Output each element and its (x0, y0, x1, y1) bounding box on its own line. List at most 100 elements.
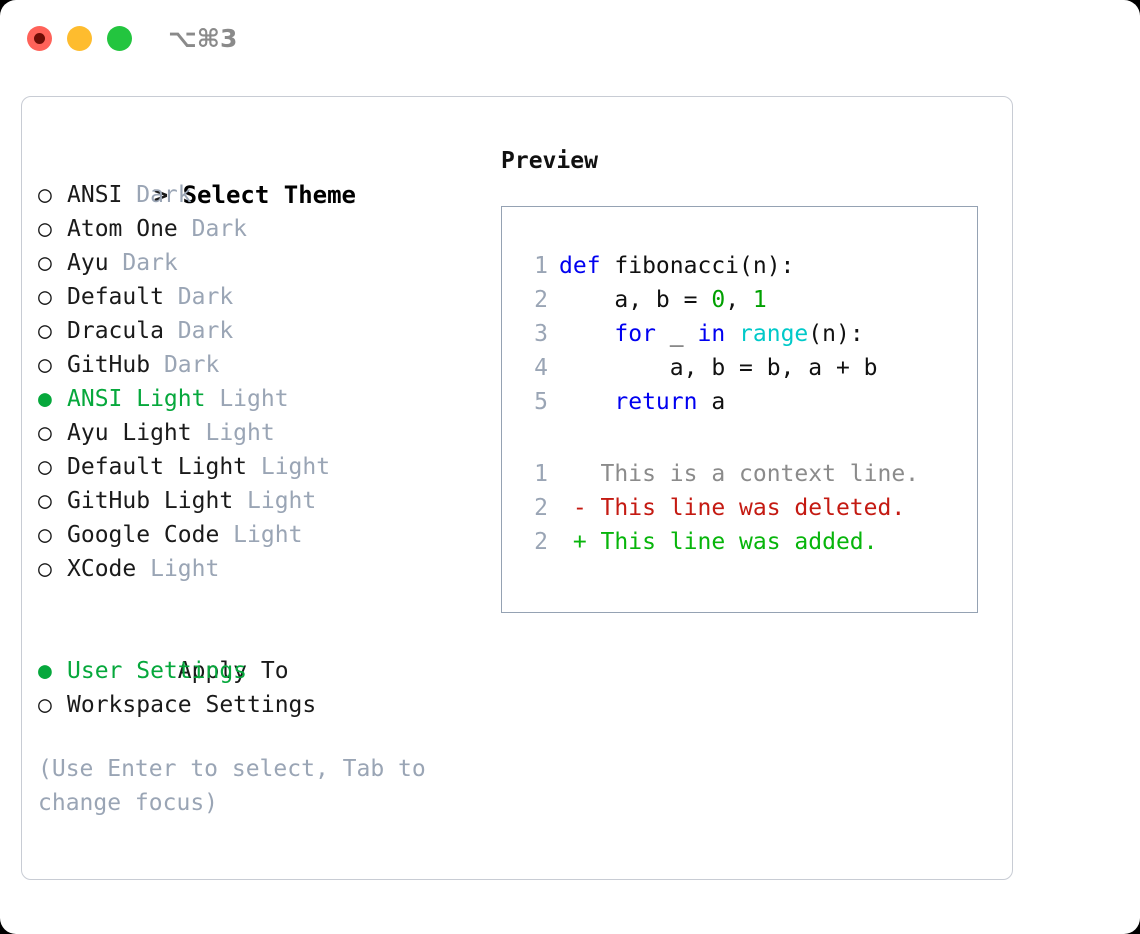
theme-option-label: GitHub Light (67, 488, 234, 514)
apply-to-option-user-settings[interactable]: ● User Settings (38, 654, 488, 688)
minimize-button[interactable] (67, 26, 92, 51)
diff-line-number: 1 (534, 461, 548, 487)
diff-line-number: 2 (534, 495, 548, 521)
line-number: 5 (534, 389, 548, 415)
diff-line: 1 This is a context line. (502, 457, 977, 491)
theme-option-label: Google Code (67, 522, 220, 548)
radio-unselected-icon: ○ (38, 420, 52, 446)
code-token: return (614, 389, 698, 415)
code-line: 2 a, b = 0, 1 (502, 283, 977, 317)
theme-option-variant: Light (247, 454, 331, 480)
theme-option-list: ○ANSI Dark○Atom One Dark○Ayu Dark○Defaul… (38, 178, 488, 586)
code-line: 5 return a (502, 385, 977, 419)
apply-to-option-label: User Settings (67, 658, 248, 684)
apply-to-label: Apply To (38, 620, 488, 684)
title-bar: ⌥⌘3 (0, 0, 1140, 78)
theme-option-ansi[interactable]: ○ ANSI Dark (38, 178, 488, 212)
radio-unselected-icon: ○ (38, 352, 52, 378)
code-token: _ (655, 321, 698, 347)
theme-option-variant: Dark (177, 216, 248, 242)
radio-selected-icon: ● (38, 386, 52, 412)
radio-unselected-icon: ○ (38, 454, 52, 480)
apply-to-label-text: Apply To (177, 658, 289, 684)
theme-option-variant: Light (219, 522, 303, 548)
code-token: in (697, 321, 726, 347)
theme-option-variant: Dark (122, 182, 192, 208)
radio-selected-icon: ● (38, 658, 52, 684)
theme-option-default-light[interactable]: ○ Default Light Light (38, 450, 488, 484)
theme-option-ayu[interactable]: ○Ayu Dark (38, 246, 488, 280)
theme-option-variant: Dark (163, 318, 234, 344)
theme-option-xcode[interactable]: ○ XCode Light (38, 552, 488, 586)
code-token: range (739, 321, 809, 347)
theme-option-label: Default Light (67, 454, 248, 480)
theme-option-default[interactable]: ○ Default Dark (38, 280, 488, 314)
diff-line-number: 2 (534, 529, 548, 555)
theme-list-header: > Select Theme (38, 144, 488, 209)
close-button[interactable] (27, 26, 52, 51)
prompt-caret-icon: > (153, 181, 169, 209)
theme-option-variant: Dark (163, 284, 234, 310)
diff-line-text: + This line was added. (559, 529, 878, 555)
code-line: 3 for _ in range(n): (502, 317, 977, 351)
theme-picker-panel: >Select Theme ○ANSI Dark○Atom One Dark○A… (21, 96, 1013, 880)
radio-unselected-icon: ○ (38, 284, 52, 310)
theme-option-dracula[interactable]: ○ Dracula Dark (38, 314, 488, 348)
theme-option-variant: Light (136, 556, 220, 582)
theme-option-ayu-light[interactable]: ○ Ayu Light Light (38, 416, 488, 450)
theme-option-label: Default (67, 284, 164, 310)
diff-line-text: This is a context line. (559, 461, 920, 487)
radio-unselected-icon: ○ (38, 318, 52, 344)
line-number: 4 (534, 355, 548, 381)
line-number: 3 (534, 321, 548, 347)
theme-option-google-code[interactable]: ○ Google Code Light (38, 518, 488, 552)
theme-option-variant: Dark (108, 250, 178, 276)
keyboard-hint-text: (Use Enter to select, Tab to change focu… (38, 756, 426, 816)
radio-unselected-icon: ○ (38, 250, 52, 276)
theme-option-github-light[interactable]: ○ GitHub Light Light (38, 484, 488, 518)
radio-unselected-icon: ○ (38, 488, 52, 514)
code-line: 4 a, b = b, a + b (502, 351, 977, 385)
theme-list-column: >Select Theme ○ANSI Dark○Atom One Dark○A… (38, 144, 488, 820)
radio-unselected-icon: ○ (38, 216, 52, 242)
theme-option-ansi-light[interactable]: ●ANSI Light Light (38, 382, 488, 416)
maximize-button[interactable] (107, 26, 132, 51)
code-token: a, b = b, a + b (559, 355, 878, 381)
diff-line: 2 + This line was added. (502, 525, 977, 559)
diff-line-text: - This line was deleted. (559, 495, 906, 521)
radio-unselected-icon: ○ (38, 556, 52, 582)
theme-option-label: Ayu Light (67, 420, 192, 446)
code-token: , (725, 287, 753, 313)
diff-sample: 1 This is a context line.2 - This line w… (502, 457, 977, 559)
theme-option-label: XCode (67, 556, 137, 582)
list-spacer (38, 586, 488, 620)
code-token: a (697, 389, 726, 415)
theme-option-label: ANSI Light (67, 386, 206, 412)
apply-to-option-workspace-settings[interactable]: ○ Workspace Settings (38, 688, 488, 722)
theme-option-label: ANSI (67, 182, 123, 208)
radio-unselected-icon: ○ (38, 692, 52, 718)
line-number: 1 (534, 253, 548, 279)
diff-line: 2 - This line was deleted. (502, 491, 977, 525)
theme-option-github[interactable]: ○ GitHub Dark (38, 348, 488, 382)
theme-option-variant: Light (191, 420, 275, 446)
code-token: def (559, 253, 601, 279)
radio-unselected-icon: ○ (38, 522, 52, 548)
preview-title: Preview (501, 148, 598, 174)
recording-indicator-icon (34, 33, 45, 44)
apply-to-option-label: Workspace Settings (67, 692, 317, 718)
radio-unselected-icon: ○ (38, 182, 52, 208)
code-token: 0 (711, 287, 726, 313)
code-token (725, 321, 739, 347)
theme-option-label: Dracula (67, 318, 164, 344)
apply-to-option-list: ● User Settings ○ Workspace Settings (38, 654, 488, 722)
line-number: 2 (534, 287, 548, 313)
theme-list-header-label: Select Theme (182, 181, 356, 209)
theme-option-label: GitHub (67, 352, 151, 378)
theme-option-variant: Light (233, 488, 317, 514)
theme-option-atom-one[interactable]: ○Atom One Dark (38, 212, 488, 246)
theme-option-variant: Dark (150, 352, 220, 378)
